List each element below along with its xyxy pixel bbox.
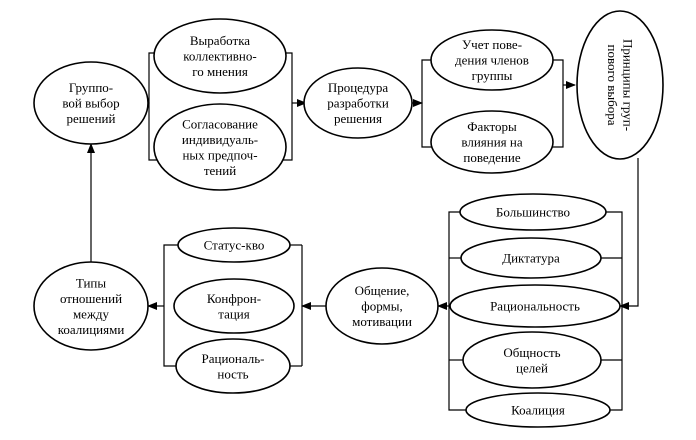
node-rationality-right-text: Рациональность (490, 299, 580, 314)
text-line: Коалиция (511, 403, 565, 418)
text-line: отношений (60, 291, 122, 306)
node-coalition: Коалиция (465, 392, 611, 428)
node-principles-text: Принципы груп-пового выбора (605, 39, 636, 131)
text-line: Факторы (467, 119, 517, 134)
text-line: влияния на (461, 135, 522, 150)
node-status-quo-text: Статус-кво (204, 238, 265, 253)
text-line: между (73, 306, 110, 321)
text-line: Общение, (355, 283, 410, 298)
text-line: решения (334, 111, 382, 126)
text-line: формы, (361, 299, 402, 314)
text-line: разработки (327, 96, 389, 111)
text-line: коалициями (58, 322, 125, 337)
node-rationality-left-text: Рациональ-ность (201, 351, 264, 382)
text-line: го мнения (192, 64, 248, 79)
text-line: группы (472, 68, 513, 83)
text-line: Типы (76, 275, 107, 290)
text-line: ных предпоч- (182, 147, 257, 162)
text-line: Процедура (328, 80, 389, 95)
text-line: тация (218, 306, 250, 321)
text-line: Общность (503, 345, 560, 360)
text-line: Учет пове- (462, 37, 522, 52)
connectors (87, 52, 639, 411)
node-majority-text: Большинство (496, 205, 570, 220)
node-communication: Общение,формы,мотивации (325, 267, 439, 345)
text-line: целей (516, 360, 548, 375)
text-line: тений (204, 163, 236, 178)
node-rationality-left: Рациональ-ность (175, 338, 291, 394)
text-line: Диктатура (502, 251, 560, 266)
node-confrontation-text: Конфрон-тация (207, 291, 261, 322)
text-line: Конфрон- (207, 291, 261, 306)
node-confrontation: Конфрон-тация (173, 278, 295, 334)
node-dictatorship-text: Диктатура (502, 251, 560, 266)
bracket-rules-left (448, 211, 466, 411)
text-line: решений (67, 111, 116, 126)
node-communication-text: Общение,формы,мотивации (352, 283, 412, 329)
bracket-rules-right (606, 211, 623, 411)
text-line: ность (217, 366, 248, 381)
text-line: пового выбора (605, 44, 620, 125)
text-line: Большинство (496, 205, 570, 220)
node-coalition-text: Коалиция (511, 403, 565, 418)
text-line: дения членов (455, 53, 529, 68)
text-line: Выработка (190, 33, 250, 48)
text-line: мотивации (352, 314, 412, 329)
text-line: вой выбор (62, 96, 119, 111)
node-rationality-right: Рациональность (449, 284, 621, 328)
node-dictatorship: Диктатура (460, 237, 602, 279)
bracket-behavior-left (421, 59, 434, 148)
node-majority: Большинство (459, 193, 607, 231)
node-principles: Принципы груп-пового выбора (576, 10, 664, 160)
text-line: Принципы груп- (620, 39, 635, 131)
arrow-principles-to-rules (619, 158, 639, 310)
text-line: коллективно- (183, 49, 256, 64)
node-status-quo: Статус-кво (177, 227, 291, 263)
text-line: Рациональ- (201, 351, 264, 366)
text-line: Статус-кво (204, 238, 265, 253)
text-line: Рациональность (490, 299, 580, 314)
text-line: поведение (463, 150, 520, 165)
bracket-behavior-right (551, 59, 564, 148)
text-line: индивидуаль- (182, 132, 258, 147)
text-line: Согласование (182, 116, 258, 131)
text-line: Группо- (69, 80, 113, 95)
